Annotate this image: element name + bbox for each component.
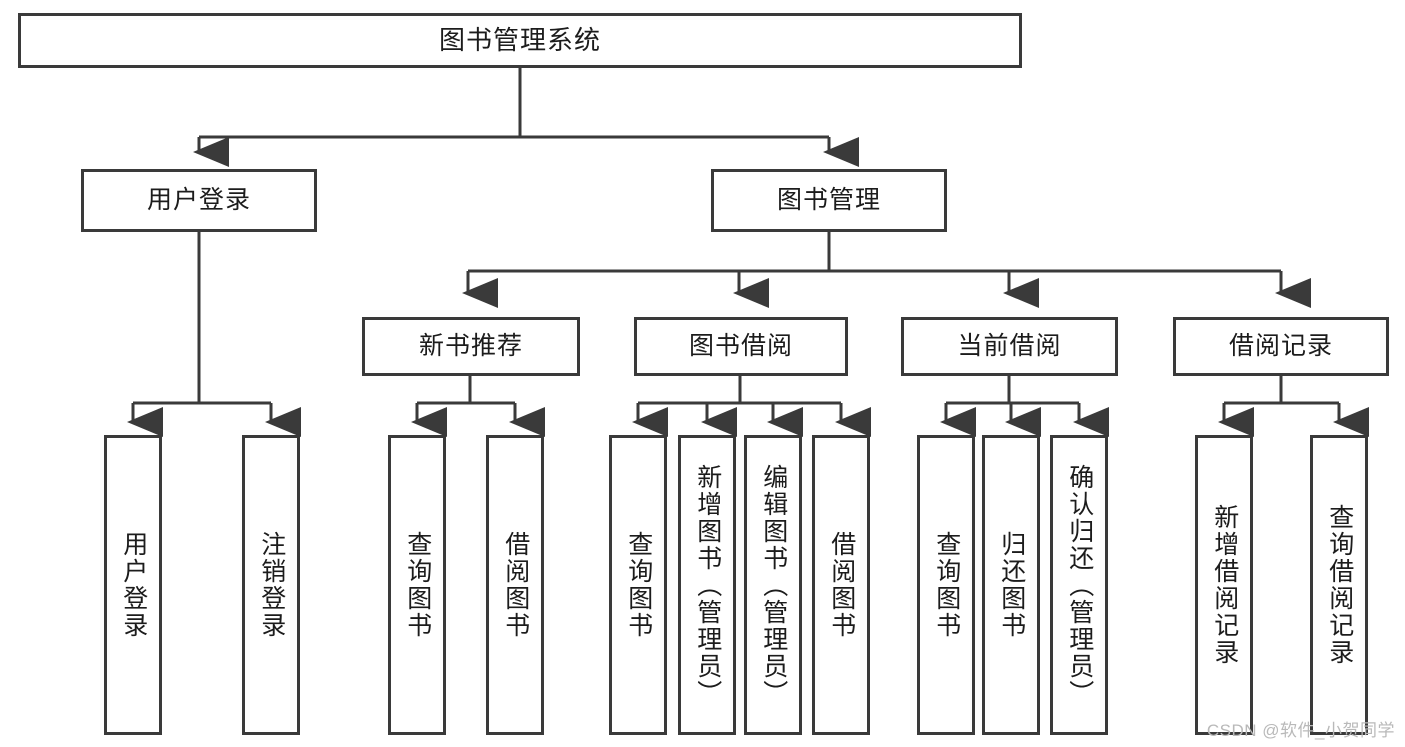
node-label: 新书推荐 (418, 331, 523, 360)
leaf-newbook-query-book[interactable]: 查询图书 (388, 435, 446, 735)
node-root-book-management-system[interactable]: 图书管理系统 (18, 13, 1022, 68)
node-current-borrow[interactable]: 当前借阅 (901, 317, 1118, 376)
node-label: 注销登录 (257, 531, 286, 639)
node-label: 当前借阅 (957, 331, 1062, 360)
node-label: 查询图书 (403, 531, 432, 639)
node-label: 查询图书 (932, 531, 961, 639)
leaf-currentborrow-confirm-return-admin[interactable]: 确认归还（管理员） (1050, 435, 1108, 735)
leaf-borrowrecord-add-record[interactable]: 新增借阅记录 (1195, 435, 1253, 735)
node-label: 借阅记录 (1228, 331, 1333, 360)
leaf-user-login[interactable]: 用户登录 (104, 435, 162, 735)
node-borrow-record[interactable]: 借阅记录 (1173, 317, 1389, 376)
node-label: 新增图书（管理员） (693, 463, 722, 707)
node-user-login[interactable]: 用户登录 (81, 169, 317, 232)
leaf-currentborrow-return-book[interactable]: 归还图书 (982, 435, 1040, 735)
leaf-newbook-borrow-book[interactable]: 借阅图书 (486, 435, 544, 735)
leaf-bookborrow-borrow-book[interactable]: 借阅图书 (812, 435, 870, 735)
node-label: 新增借阅记录 (1210, 504, 1239, 666)
node-book-management[interactable]: 图书管理 (711, 169, 947, 232)
leaf-user-logout[interactable]: 注销登录 (242, 435, 300, 735)
leaf-bookborrow-query-book[interactable]: 查询图书 (609, 435, 667, 735)
node-label: 归还图书 (997, 531, 1026, 639)
leaf-currentborrow-query-book[interactable]: 查询图书 (917, 435, 975, 735)
node-label: 查询图书 (624, 531, 653, 639)
node-label: 查询借阅记录 (1325, 504, 1354, 666)
node-label: 编辑图书（管理员） (759, 463, 788, 707)
node-label: 确认归还（管理员） (1065, 463, 1094, 707)
node-new-book-recommend[interactable]: 新书推荐 (362, 317, 580, 376)
leaf-borrowrecord-query-record[interactable]: 查询借阅记录 (1310, 435, 1368, 735)
node-label: 图书借阅 (688, 331, 793, 360)
leaf-bookborrow-add-book-admin[interactable]: 新增图书（管理员） (678, 435, 736, 735)
node-label: 用户登录 (146, 185, 251, 214)
node-label: 借阅图书 (827, 531, 856, 639)
watermark-csdn: CSDN @软件_小贺同学 (1206, 721, 1395, 740)
node-book-borrow[interactable]: 图书借阅 (634, 317, 848, 376)
leaf-bookborrow-edit-book-admin[interactable]: 编辑图书（管理员） (744, 435, 802, 735)
node-label: 借阅图书 (501, 531, 530, 639)
node-label: 图书管理 (776, 185, 881, 214)
node-label: 用户登录 (119, 531, 148, 639)
node-label: 图书管理系统 (438, 25, 601, 56)
